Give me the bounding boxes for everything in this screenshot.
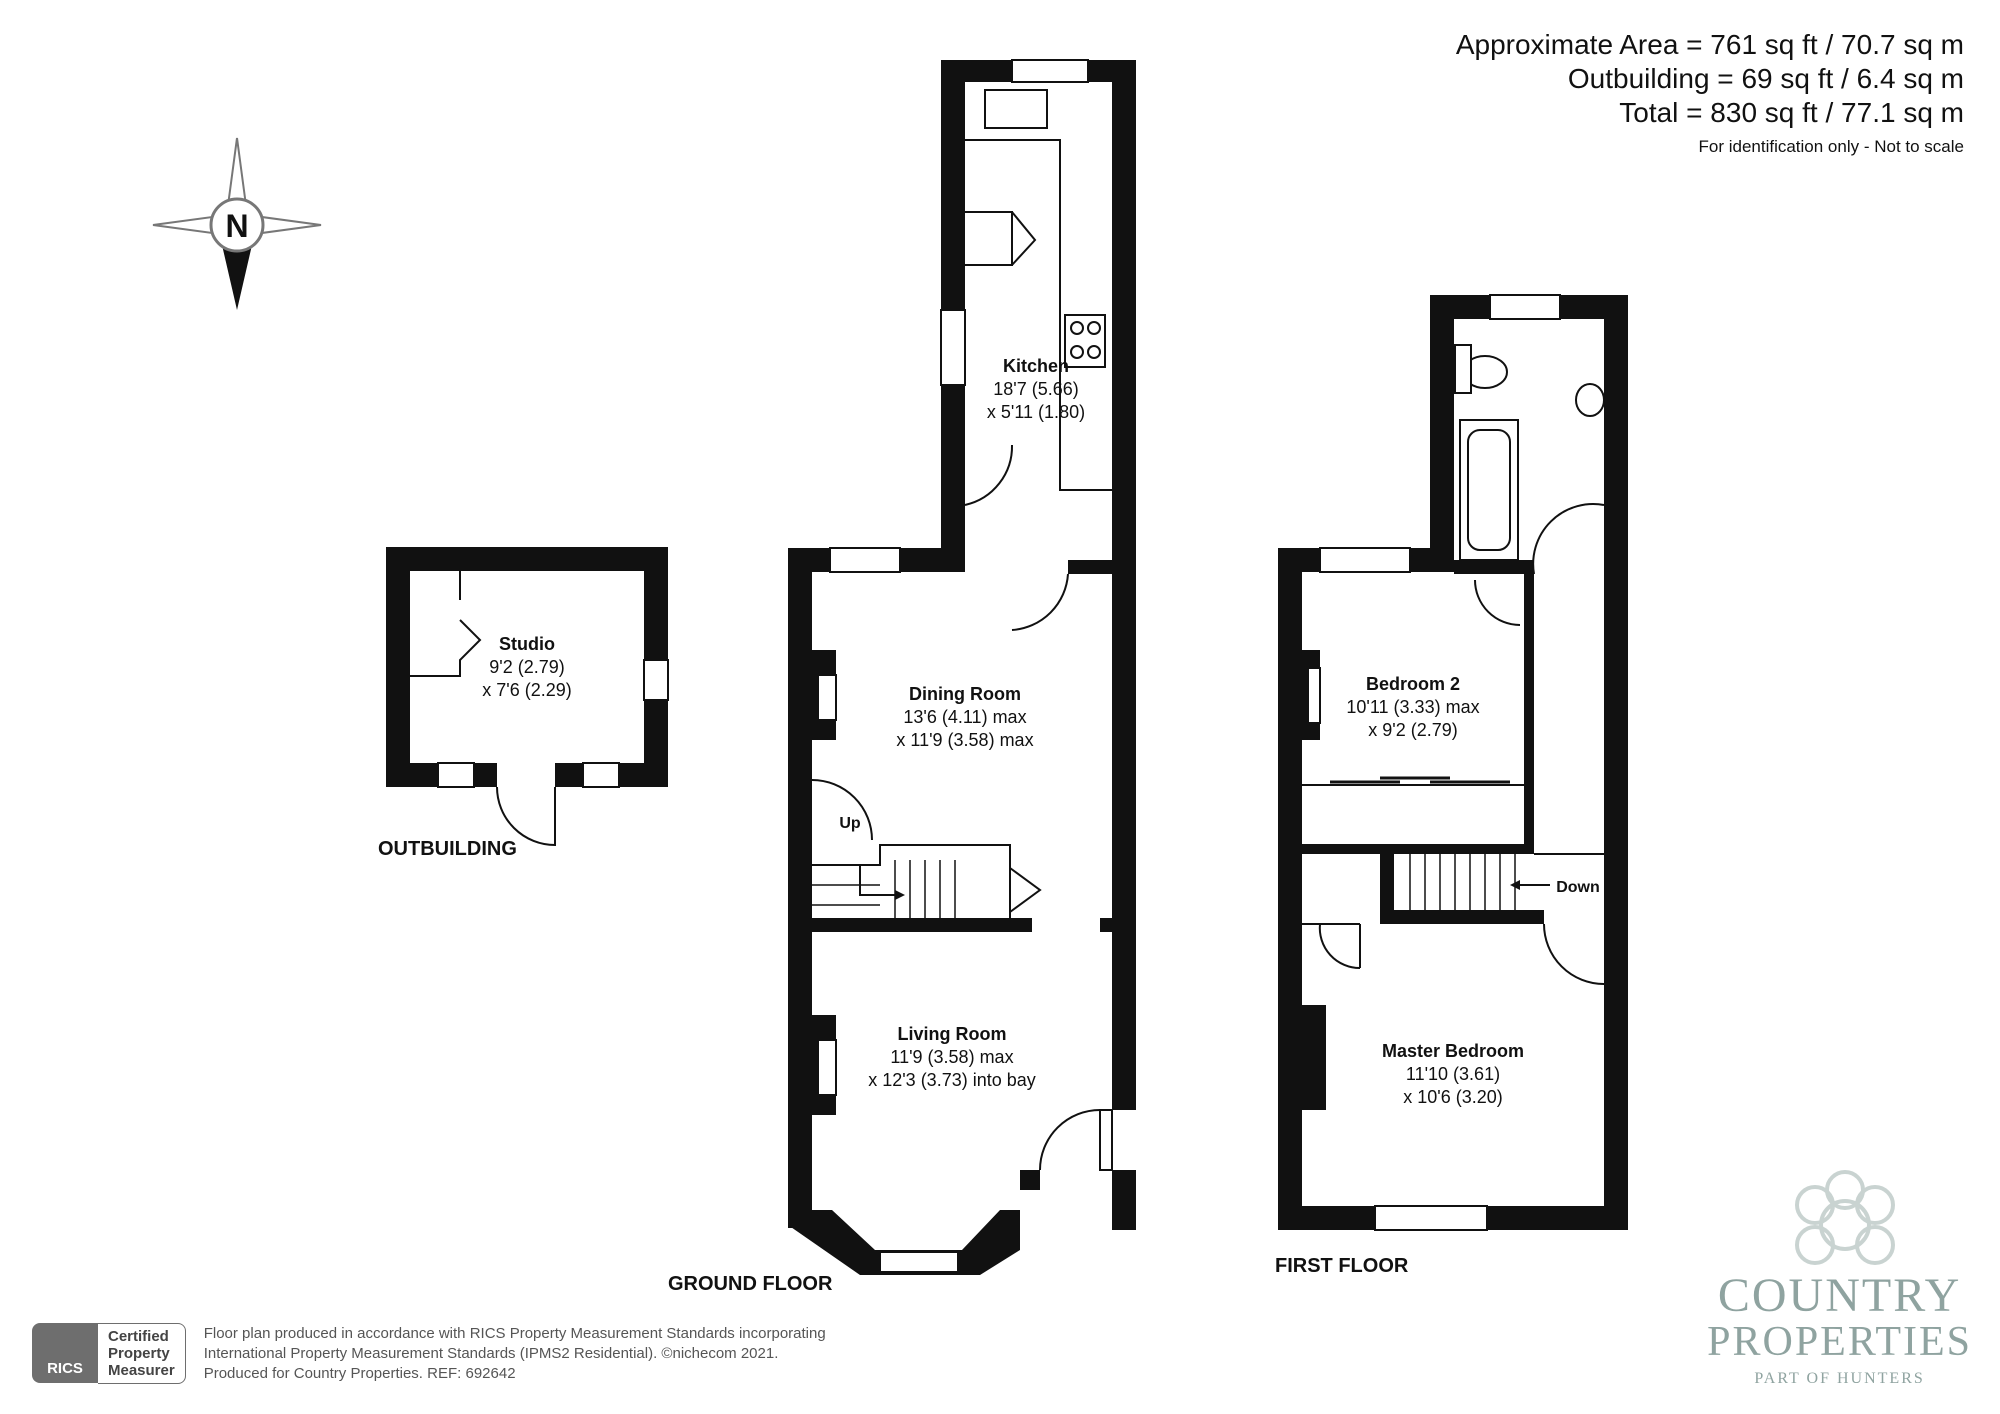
- room-labels: Studio 9'2 (2.79) x 7'6 (2.29) Kitchen 1…: [482, 356, 1600, 1107]
- master-dim2: x 10'6 (3.20): [1403, 1087, 1503, 1107]
- ground-floor-plan: [788, 59, 1136, 1275]
- dining-name: Dining Room: [909, 684, 1021, 704]
- logo-line-1: COUNTRY: [1717, 1269, 1962, 1322]
- footer-disclaimer: Floor plan produced in accordance with R…: [204, 1324, 826, 1384]
- bedroom2-name: Bedroom 2: [1366, 674, 1460, 694]
- total-area: Total = 830 sq ft / 77.1 sq m: [1619, 97, 1964, 128]
- rics-line-1: Certified: [108, 1328, 169, 1345]
- stairs-up-label: Up: [839, 815, 861, 832]
- footer-text-2: International Property Measurement Stand…: [203, 1344, 779, 1362]
- kitchen-dim2: x 5'11 (1.80): [987, 402, 1085, 422]
- area-summary: Approximate Area = 761 sq ft / 70.7 sq m…: [1456, 28, 1964, 158]
- bedroom2-dim2: x 9'2 (2.79): [1368, 720, 1457, 740]
- bedroom2-dim1: 10'11 (3.33) max: [1346, 697, 1479, 717]
- disclaimer-note: For identification only - Not to scale: [1698, 137, 1964, 156]
- studio-name: Studio: [499, 634, 555, 654]
- compass-icon: N: [152, 137, 322, 310]
- master-name: Master Bedroom: [1382, 1041, 1524, 1061]
- kitchen-name: Kitchen: [1003, 356, 1069, 376]
- logo-line-2: PROPERTIES: [1707, 1319, 1972, 1365]
- rics-logo: RICS: [32, 1323, 98, 1383]
- living-dim2: x 12'3 (3.73) into bay: [868, 1070, 1036, 1090]
- dining-dim2: x 11'9 (3.58) max: [896, 730, 1033, 750]
- footer-text-1: Floor plan produced in accordance with R…: [203, 1324, 826, 1342]
- outbuilding-area: Outbuilding = 69 sq ft / 6.4 sq m: [1567, 63, 1964, 94]
- rics-line-3: Measurer: [108, 1362, 175, 1379]
- rics-line-2: Property: [108, 1345, 170, 1362]
- floor-labels: OUTBUILDING GROUND FLOOR FIRST FLOOR: [378, 838, 1409, 1295]
- rics-badge: RICS Certified Property Measurer: [32, 1323, 186, 1384]
- dining-dim1: 13'6 (4.11) max: [903, 707, 1026, 727]
- studio-dim2: x 7'6 (2.29): [482, 680, 571, 700]
- country-properties-logo: COUNTRY PROPERTIES PART OF HUNTERS: [1707, 1272, 1972, 1388]
- logo-line-3: PART OF HUNTERS: [1754, 1370, 1925, 1387]
- master-dim1: 11'10 (3.61): [1406, 1064, 1500, 1084]
- first-floor-label: FIRST FLOOR: [1275, 1255, 1409, 1277]
- outbuilding-label: OUTBUILDING: [378, 838, 517, 860]
- first-floor-plan: [1278, 294, 1628, 1231]
- kitchen-dim1: 18'7 (5.66): [993, 379, 1079, 399]
- compass-north-label: N: [225, 208, 248, 244]
- logo-flower-icon: [1795, 1170, 1895, 1265]
- rics-logo-text: RICS: [47, 1360, 83, 1377]
- living-dim1: 11'9 (3.58) max: [890, 1047, 1013, 1067]
- ground-floor-label: GROUND FLOOR: [668, 1273, 833, 1295]
- footer: RICS Certified Property Measurer Floor p…: [32, 1323, 826, 1384]
- rics-certification: Certified Property Measurer: [98, 1323, 186, 1384]
- studio-dim1: 9'2 (2.79): [489, 657, 564, 677]
- stairs-down-label: Down: [1556, 879, 1600, 896]
- living-name: Living Room: [898, 1024, 1007, 1044]
- approximate-area: Approximate Area = 761 sq ft / 70.7 sq m: [1455, 29, 1964, 60]
- outbuilding-plan: [386, 547, 669, 847]
- footer-text-3: Produced for Country Properties. REF: 69…: [203, 1364, 516, 1382]
